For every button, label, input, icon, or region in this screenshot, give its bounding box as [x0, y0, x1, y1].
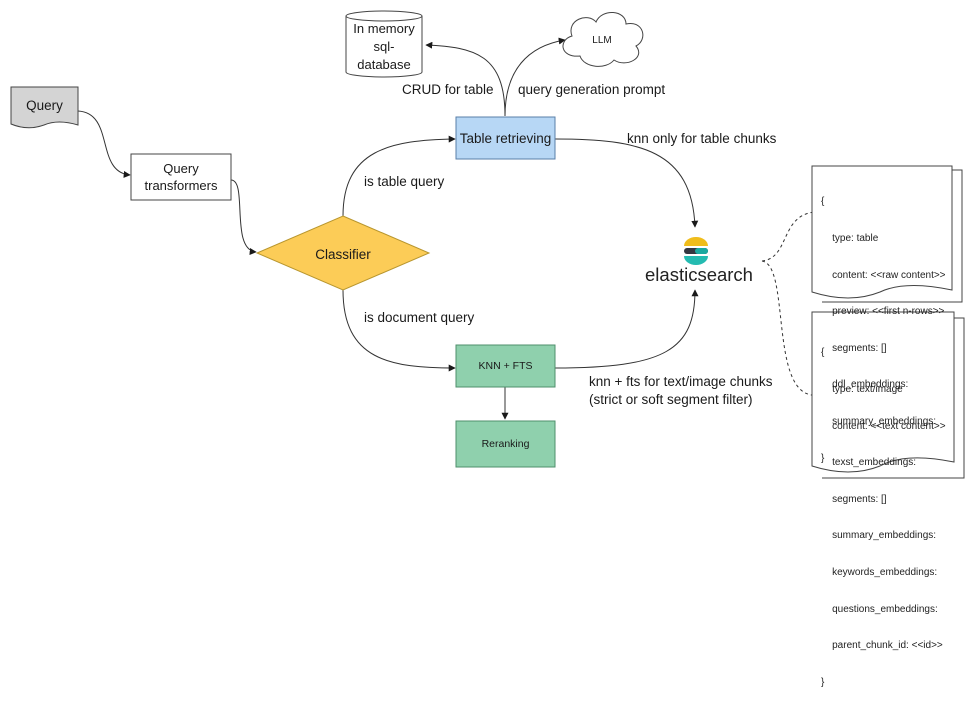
text-chunk-line: } — [821, 676, 825, 688]
is-table-query-label: is table query — [364, 174, 445, 189]
text-chunk-line: texst_embeddings: — [821, 457, 917, 469]
text-chunk-line: { — [821, 347, 825, 359]
database-line-2: sql- — [373, 39, 395, 54]
database-node — [345, 10, 423, 78]
knn-table-label: knn only for table chunks — [627, 131, 777, 146]
edge-table-to-llm — [504, 37, 566, 117]
edge-query-to-transformers — [77, 110, 131, 178]
query-transformers-node — [130, 153, 232, 201]
query-transformers-label: Query transformers — [131, 154, 231, 200]
query-label: Query — [26, 97, 63, 113]
elasticsearch-label: elasticsearch — [645, 264, 753, 285]
table-chunk-text: { type: table content: <<raw content>> p… — [821, 172, 946, 477]
edge-classifier-to-knn — [342, 289, 456, 372]
llm-label: LLM — [592, 34, 612, 46]
query-generation-label: query generation prompt — [518, 82, 666, 97]
text-chunk-line: questions_embeddings: — [821, 603, 938, 615]
query-transformers-line-2: transformers — [144, 178, 218, 193]
table-chunk-doc — [811, 165, 963, 303]
edge-transformers-to-classifier — [230, 179, 257, 255]
edge-classifier-to-table — [342, 135, 456, 217]
elasticsearch-logo-icon — [684, 237, 708, 265]
edge-elastic-to-text-doc — [761, 260, 813, 396]
text-chunk-line: parent_chunk_id: <<id>> — [821, 640, 943, 652]
table-chunk-line: segments: [] — [821, 342, 887, 354]
knn-fts-text-label-2: (strict or soft segment filter) — [589, 392, 753, 407]
table-chunk-line: ddl_embeddings: — [821, 379, 909, 391]
table-chunk-line: } — [821, 452, 825, 464]
table-chunk-line: { — [821, 196, 825, 208]
query-node — [10, 86, 79, 129]
text-chunk-line: keywords_embeddings: — [821, 567, 938, 579]
edge-elastic-to-table-doc — [761, 211, 816, 262]
reranking-label: Reranking — [481, 438, 530, 450]
knn-fts-node — [455, 344, 556, 388]
text-chunk-text: { type: text/image content: <<text conte… — [821, 323, 946, 701]
knn-fts-label: KNN + FTS — [478, 360, 533, 372]
table-chunk-line: preview: <<first n-rows>> — [821, 306, 945, 318]
text-chunk-line: type: text/image — [821, 384, 903, 396]
text-chunk-line: summary_embeddings: — [821, 530, 937, 542]
reranking-node — [455, 420, 556, 468]
classifier-label: Classifier — [315, 246, 371, 262]
text-chunk-doc — [811, 311, 965, 479]
text-chunk-line: segments: [] — [821, 493, 887, 505]
database-line-3: database — [357, 57, 411, 72]
table-chunk-line: content: <<raw content>> — [821, 269, 946, 281]
text-chunk-line: content: <<text content>> — [821, 420, 946, 432]
edge-knn-to-elastic — [554, 289, 699, 369]
database-label: In memory sql- database — [346, 20, 422, 74]
edge-table-to-database — [425, 41, 506, 117]
table-chunk-line: summary_embeddings: — [821, 416, 937, 428]
crud-label: CRUD for table — [402, 82, 494, 97]
is-document-query-label: is document query — [364, 310, 475, 325]
table-retrieving-label: Table retrieving — [459, 130, 552, 146]
knn-fts-text-label-1: knn + fts for text/image chunks — [589, 374, 773, 389]
database-line-1: In memory — [353, 21, 415, 36]
table-retrieving-node — [455, 116, 556, 160]
classifier-node — [255, 215, 431, 291]
llm-cloud-node — [562, 12, 644, 67]
diagram-canvas — [10, 10, 965, 479]
query-transformers-line-1: Query — [163, 161, 199, 176]
table-chunk-line: type: table — [821, 233, 879, 245]
edge-table-to-elastic — [554, 138, 699, 228]
